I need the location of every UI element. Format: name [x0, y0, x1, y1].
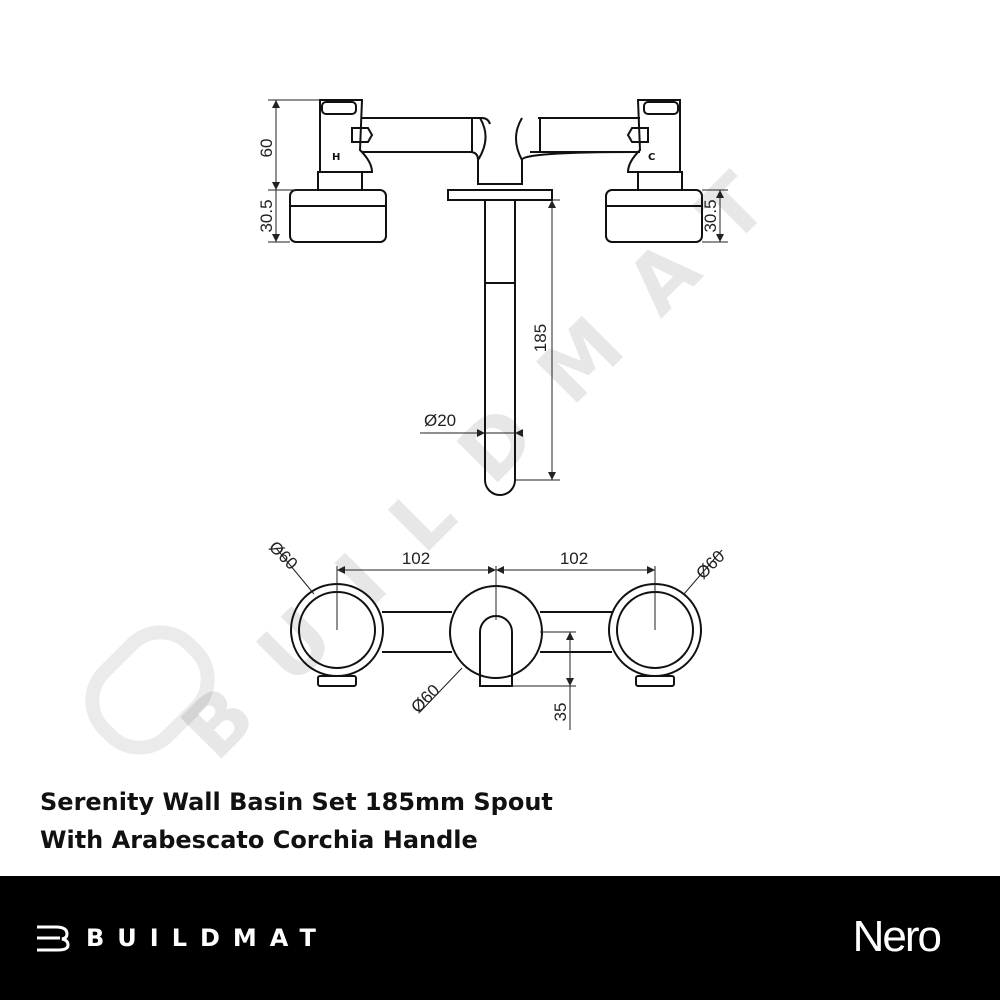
dim-plate-right: 30.5: [701, 199, 720, 232]
product-title-line1: Serenity Wall Basin Set 185mm Spout: [40, 788, 553, 816]
dim-left-diameter: Ø60: [265, 537, 301, 573]
dim-projection-lines: [512, 631, 576, 730]
cold-plate: [605, 189, 703, 243]
spout-top: [479, 615, 513, 687]
dim-left-spacing-lines: [337, 566, 496, 574]
valve-body-center: [477, 117, 523, 185]
buildmat-logo-icon: [37, 925, 70, 952]
hot-label: H: [332, 152, 340, 163]
watermark-logo-icon: [85, 625, 215, 755]
spout-body: [484, 200, 516, 496]
hot-plate: [289, 189, 387, 243]
dim-plate-left: 30.5: [257, 199, 276, 232]
dim-spout-diameter-lines: [420, 429, 523, 437]
nero-logo[interactable]: Nero: [852, 912, 942, 961]
technical-drawing: BUILDMAT H C: [85, 99, 817, 770]
spout-flange: [447, 189, 553, 201]
left-handle-tab: [317, 675, 357, 687]
product-title: Serenity Wall Basin Set 185mm Spout With…: [40, 783, 940, 859]
dim-left-diameter-leader: [275, 547, 315, 595]
dim-spout-length: 185: [531, 324, 550, 352]
cold-label: C: [648, 152, 655, 163]
dim-center-diameter: Ø60: [407, 681, 443, 717]
dim-plate-right-lines: [702, 189, 728, 243]
dim-plate-left-lines: [268, 190, 290, 243]
dim-left-spacing: 102: [402, 549, 430, 568]
front-view: H C 60 30.5: [257, 99, 728, 496]
dim-spout-diameter: Ø20: [424, 411, 456, 430]
cold-handle: [626, 99, 683, 191]
dim-spout-length-lines: [515, 199, 560, 481]
footer-bar: BUILDMAT Nero: [0, 876, 1000, 1000]
dim-handle-height: 60: [257, 139, 276, 158]
dim-right-spacing-lines: [496, 566, 655, 574]
dim-right-diameter-leader: [683, 549, 723, 595]
hot-handle: [317, 99, 374, 191]
buildmat-logo[interactable]: BUILDMAT: [34, 920, 329, 956]
dim-right-spacing: 102: [560, 549, 588, 568]
product-title-line2: With Arabescato Corchia Handle: [40, 826, 478, 854]
brand-name: BUILDMAT: [86, 924, 329, 952]
dim-projection: 35: [551, 703, 570, 722]
dim-center-diameter-leader: [419, 667, 463, 713]
right-handle-tab: [635, 675, 675, 687]
valve-body: [362, 117, 641, 161]
